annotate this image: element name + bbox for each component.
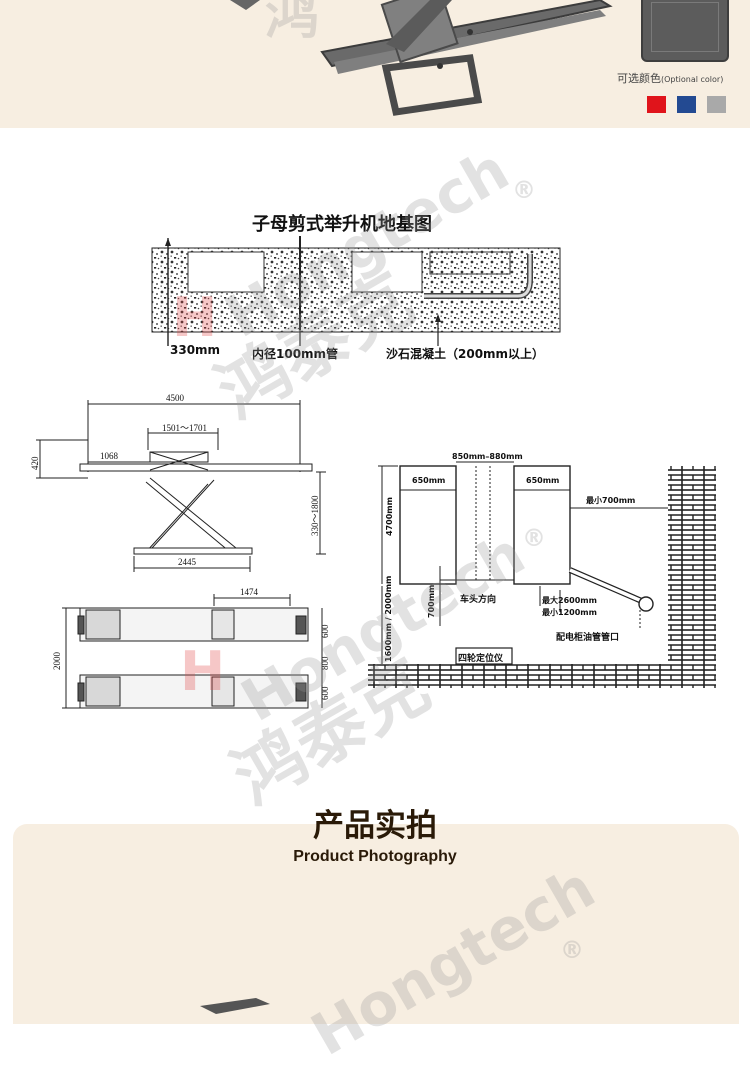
dim-2445: 2445 [178, 557, 196, 567]
dim-650-right: 650mm [526, 476, 560, 485]
label-min-1200: 最小1200mm [542, 608, 597, 617]
watermark-registered-1: ® [512, 176, 536, 204]
watermark-cn-top: 鸿 [265, 0, 319, 46]
lift-photo-bottom [200, 998, 270, 1014]
foundation-pipe-label: 内径100mm管 [252, 347, 339, 361]
label-wheel-aligner: 四轮定位仪 [458, 654, 504, 664]
section-subtitle: Product Photography [293, 848, 457, 865]
dim-1068: 1068 [100, 451, 118, 461]
label-max-2600: 最大2600mm [542, 596, 597, 605]
lift-photo-fragment [230, 0, 613, 116]
dim-330-1800: 330～1800 [310, 495, 320, 536]
label-cabinet-pipe: 配电柜油管管口 [556, 633, 620, 643]
color-options-label: 可选颜色(Optional color) [617, 70, 723, 86]
watermark-h-2: H [180, 640, 226, 703]
swatch-gray[interactable] [707, 96, 726, 113]
foundation-depth-label: 330mm [170, 343, 221, 357]
dim-850-880: 850mm–880mm [452, 452, 523, 461]
dim-min-700: 最小700mm [586, 496, 636, 505]
cabinet-photo [641, 0, 729, 62]
color-options-label-cn: 可选颜色 [617, 72, 661, 85]
dim-650-left: 650mm [412, 476, 446, 485]
dim-4500: 4500 [166, 393, 184, 403]
dim-2000: 2000 [52, 652, 62, 670]
foundation-diagram [36, 236, 716, 709]
watermark-h-1: H [172, 286, 218, 349]
dim-420: 420 [30, 456, 40, 471]
watermark-registered-2: ® [522, 524, 546, 552]
photo-section-band [13, 824, 739, 1024]
dim-4700: 4700mm [385, 497, 394, 536]
layout-plan-drawing [368, 461, 716, 688]
section-title: 产品实拍 [313, 808, 437, 844]
swatch-blue[interactable] [677, 96, 696, 113]
swatch-red[interactable] [647, 96, 666, 113]
top-view-drawing [62, 594, 323, 709]
foundation-title: 子母剪式举升机地基图 [252, 214, 432, 235]
dim-1474: 1474 [240, 587, 258, 597]
dim-1501-1701: 1501～1701 [162, 423, 208, 433]
product-banner: 鸿 可选颜色(Optional color) [0, 0, 750, 128]
color-options-label-en: (Optional color) [661, 75, 724, 84]
label-car-direction: 车头方向 [460, 595, 497, 605]
side-view-drawing [36, 400, 326, 572]
watermark-registered-3: ® [560, 936, 584, 964]
foundation-concrete-label: 沙石混凝土（200mm以上） [386, 347, 545, 361]
